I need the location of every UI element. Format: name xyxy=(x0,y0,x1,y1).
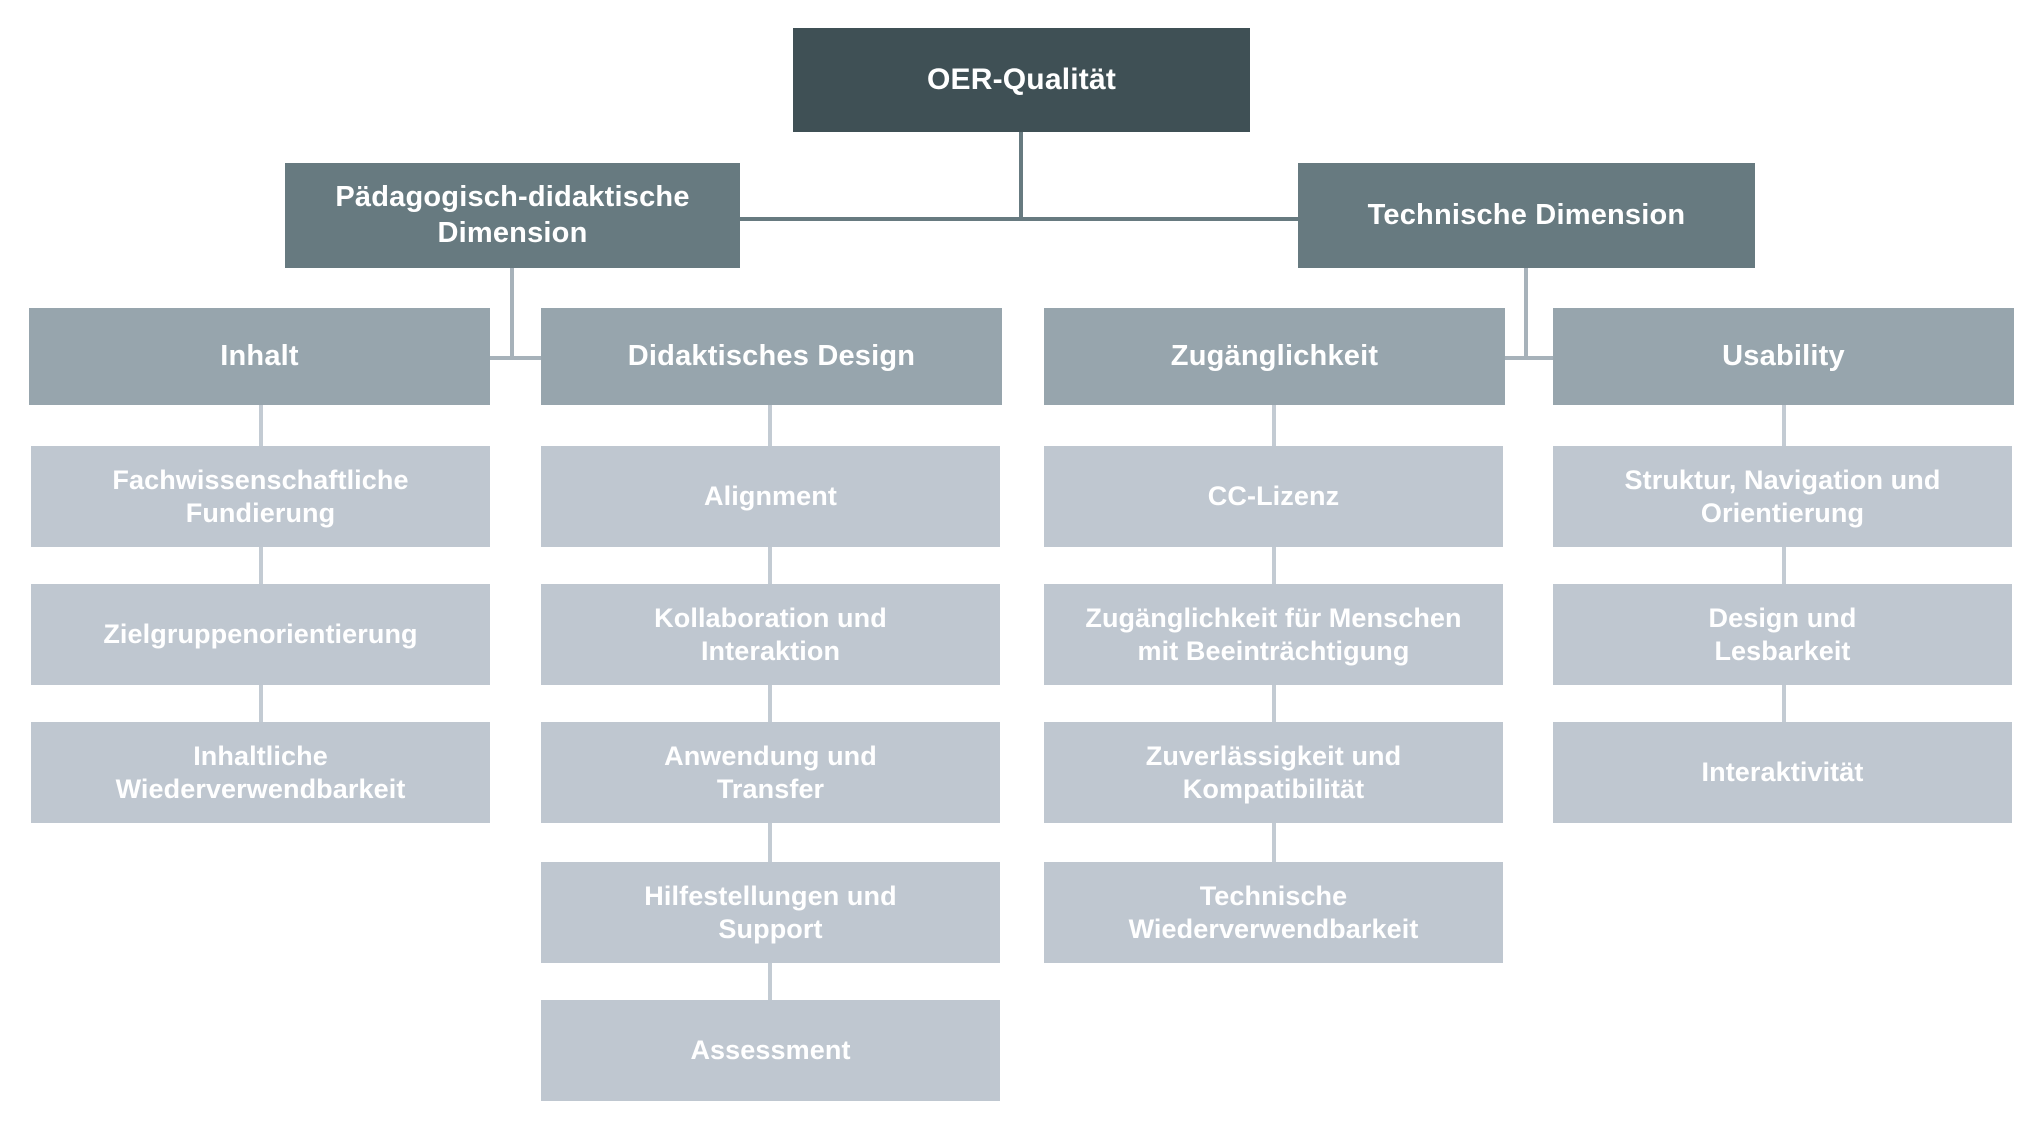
node-label: Interaktivität xyxy=(1701,757,1864,788)
node-label: CC-Lizenz xyxy=(1207,481,1340,512)
node-label: Design und Lesbarkeit xyxy=(1708,602,1857,666)
node-anwendung-und-transfer[interactable]: Anwendung und Transfer xyxy=(541,722,1000,823)
node-usability[interactable]: Usability xyxy=(1553,308,2014,405)
node-oer-qualitaet[interactable]: OER-Qualität xyxy=(793,28,1250,132)
connector-col4-spine xyxy=(1782,405,1786,725)
node-inhaltliche-wiederverwendbarkeit[interactable]: Inhaltliche Wiederverwendbarkeit xyxy=(31,722,490,823)
node-zugaenglichkeit-fuer-menschen-mit-beeintraechtigung[interactable]: Zugänglichkeit für Menschen mit Beeinträ… xyxy=(1044,584,1503,685)
node-alignment[interactable]: Alignment xyxy=(541,446,1000,547)
connector-tech-stem xyxy=(1524,268,1528,360)
node-label: Alignment xyxy=(704,481,837,512)
node-label: Inhalt xyxy=(220,339,299,372)
node-zuverlaessigkeit-und-kompatibilitaet[interactable]: Zuverlässigkeit und Kompatibilität xyxy=(1044,722,1503,823)
node-zugaenglichkeit[interactable]: Zugänglichkeit xyxy=(1044,308,1505,405)
node-label: Technische Dimension xyxy=(1367,198,1686,231)
node-struktur-navigation-und-orientierung[interactable]: Struktur, Navigation und Orientierung xyxy=(1553,446,2012,547)
node-label: Usability xyxy=(1722,339,1845,372)
node-label: Hilfestellungen und Support xyxy=(644,880,897,944)
node-interaktivitaet[interactable]: Interaktivität xyxy=(1553,722,2012,823)
node-label: Zugänglichkeit für Menschen mit Beeinträ… xyxy=(1085,602,1462,666)
node-label: Kollaboration und Interaktion xyxy=(654,602,887,666)
node-label: Pädagogisch-didaktische Dimension xyxy=(335,181,690,249)
connector-root-stem xyxy=(1019,132,1023,220)
node-label: Zielgruppenorientierung xyxy=(103,619,418,650)
node-label: Inhaltliche Wiederverwendbarkeit xyxy=(115,740,406,804)
node-kollaboration-und-interaktion[interactable]: Kollaboration und Interaktion xyxy=(541,584,1000,685)
node-label: Anwendung und Transfer xyxy=(664,740,877,804)
node-inhalt[interactable]: Inhalt xyxy=(29,308,490,405)
node-label: Assessment xyxy=(690,1035,851,1066)
node-label: OER-Qualität xyxy=(926,62,1117,96)
node-label: Zuverlässigkeit und Kompatibilität xyxy=(1145,740,1402,804)
node-fachwissenschaftliche-fundierung[interactable]: Fachwissenschaftliche Fundierung xyxy=(31,446,490,547)
node-design-und-lesbarkeit[interactable]: Design und Lesbarkeit xyxy=(1553,584,2012,685)
node-zielgruppenorientierung[interactable]: Zielgruppenorientierung xyxy=(31,584,490,685)
node-label: Zugänglichkeit xyxy=(1170,339,1379,372)
node-hilfestellungen-und-support[interactable]: Hilfestellungen und Support xyxy=(541,862,1000,963)
node-didaktisches-design[interactable]: Didaktisches Design xyxy=(541,308,1002,405)
connector-paed-stem xyxy=(510,268,514,360)
node-label: Technische Wiederverwendbarkeit xyxy=(1128,880,1419,944)
connector-paed-category-bar xyxy=(490,356,546,360)
node-technische-dimension[interactable]: Technische Dimension xyxy=(1298,163,1755,268)
connector-tech-category-bar xyxy=(1504,356,1560,360)
connector-dimension-bar xyxy=(739,217,1299,221)
node-label: Didaktisches Design xyxy=(627,339,916,372)
node-assessment[interactable]: Assessment xyxy=(541,1000,1000,1101)
node-cc-lizenz[interactable]: CC-Lizenz xyxy=(1044,446,1503,547)
node-label: Fachwissenschaftliche Fundierung xyxy=(112,464,409,528)
connector-col1-spine xyxy=(259,405,263,725)
node-paedagogisch-didaktische-dimension[interactable]: Pädagogisch-didaktische Dimension xyxy=(285,163,740,268)
node-label: Struktur, Navigation und Orientierung xyxy=(1624,464,1941,528)
connector-col2-spine xyxy=(768,405,772,1002)
node-technische-wiederverwendbarkeit[interactable]: Technische Wiederverwendbarkeit xyxy=(1044,862,1503,963)
